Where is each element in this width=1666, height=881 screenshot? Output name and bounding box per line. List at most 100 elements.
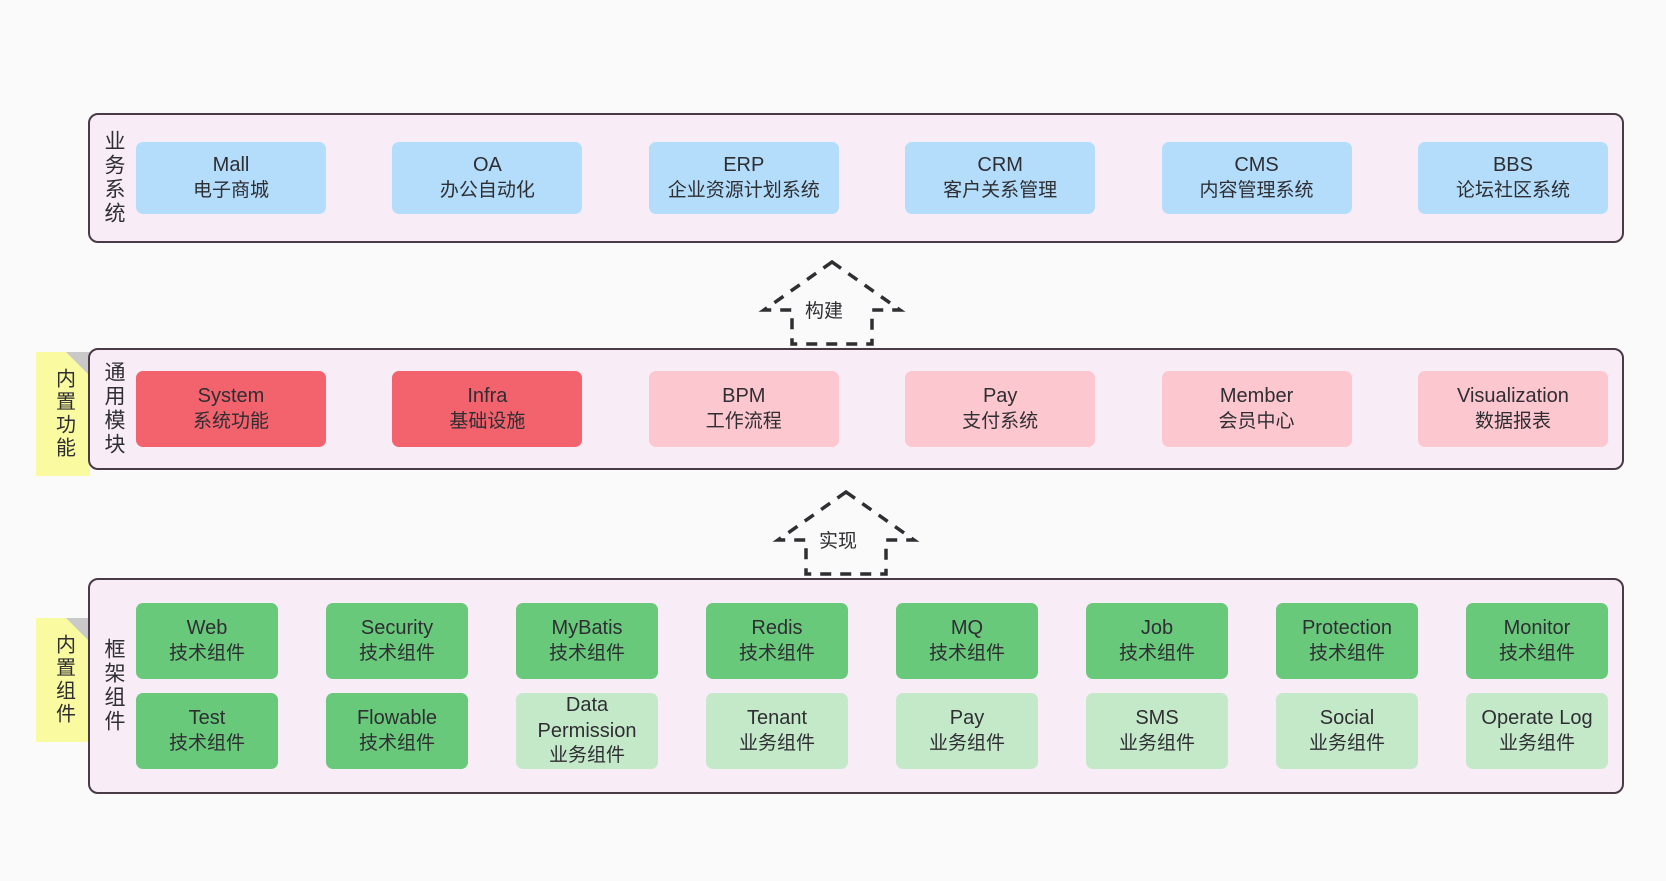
card-title: Pay <box>982 385 1018 408</box>
card-tenant[interactable]: Tenant 业务组件 <box>706 693 848 769</box>
card-title: SMS <box>1135 707 1179 730</box>
card-cms[interactable]: CMS 内容管理系统 <box>1161 142 1352 214</box>
build-arrow-svg <box>758 259 906 346</box>
build-arrow-label: 构建 <box>802 296 847 323</box>
card-title: MyBatis <box>551 617 623 640</box>
card-protection[interactable]: Protection 技术组件 <box>1276 603 1418 679</box>
card-mq[interactable]: MQ 技术组件 <box>896 603 1038 679</box>
layer-title-framework-components: 框架组件 <box>102 638 126 734</box>
card-title: Security <box>360 617 434 640</box>
card-desc: 会员中心 <box>1218 410 1295 432</box>
card-title: Tenant <box>746 707 808 730</box>
card-data-permission[interactable]: Data Permission 业务组件 <box>516 693 658 769</box>
layer-body-framework-components: Web 技术组件 Security 技术组件 MyBatis 技术组件 Redi… <box>136 580 1622 792</box>
card-member[interactable]: Member 会员中心 <box>1161 371 1352 447</box>
note-fold-corner-icon <box>66 618 90 642</box>
card-pay-module[interactable]: Pay 支付系统 <box>905 371 1096 447</box>
card-desc: 业务组件 <box>548 745 625 767</box>
card-title: Visualization <box>1456 385 1569 408</box>
row-modules: System 系统功能 Infra 基础设施 BPM 工作流程 Pay 支付系统… <box>136 371 1608 447</box>
card-desc: 技术组件 <box>738 642 815 664</box>
note-builtin-features: 内置功能 <box>36 352 90 476</box>
card-bbs[interactable]: BBS 论坛社区系统 <box>1417 142 1608 214</box>
card-desc: 技术组件 <box>358 732 435 754</box>
card-desc: 电子商城 <box>192 179 269 201</box>
card-title: Test <box>188 707 226 730</box>
card-infra[interactable]: Infra 基础设施 <box>392 371 583 447</box>
card-redis[interactable]: Redis 技术组件 <box>706 603 848 679</box>
card-visualization[interactable]: Visualization 数据报表 <box>1417 371 1608 447</box>
card-system[interactable]: System 系统功能 <box>136 371 326 447</box>
card-title: ERP <box>723 154 765 177</box>
card-test[interactable]: Test 技术组件 <box>136 693 278 769</box>
card-desc: 技术组件 <box>168 642 245 664</box>
card-title: System <box>197 385 265 408</box>
card-title: Flowable <box>356 707 438 730</box>
implement-arrow: 实现 <box>766 486 926 578</box>
card-title: OA <box>472 154 502 177</box>
note-label: 内置组件 <box>52 634 75 726</box>
card-title: Redis <box>751 617 803 640</box>
card-desc: 技术组件 <box>168 732 245 754</box>
card-desc: 技术组件 <box>1118 642 1195 664</box>
card-title: Mall <box>212 154 250 177</box>
row-business-components: Test 技术组件 Flowable 技术组件 Data Permission … <box>136 693 1608 769</box>
card-title: Operate Log <box>1481 707 1593 730</box>
card-title: Social <box>1319 707 1375 730</box>
card-desc: 技术组件 <box>1498 642 1575 664</box>
card-desc: 技术组件 <box>928 642 1005 664</box>
card-title: Web <box>186 617 228 640</box>
card-monitor[interactable]: Monitor 技术组件 <box>1466 603 1608 679</box>
card-desc: 工作流程 <box>705 410 782 432</box>
layer-title-common-modules: 通用模块 <box>102 361 126 457</box>
layer-framework-components: 框架组件 Web 技术组件 Security 技术组件 MyBatis 技术组件… <box>88 578 1624 794</box>
card-desc: 论坛社区系统 <box>1455 179 1570 201</box>
card-web[interactable]: Web 技术组件 <box>136 603 278 679</box>
card-operate-log[interactable]: Operate Log 业务组件 <box>1466 693 1608 769</box>
note-builtin-components: 内置组件 <box>36 618 90 742</box>
card-sms[interactable]: SMS 业务组件 <box>1086 693 1228 769</box>
card-title: Infra <box>467 385 508 408</box>
row-business: Mall 电子商城 OA 办公自动化 ERP 企业资源计划系统 CRM 客户关系… <box>136 142 1608 214</box>
card-desc: 业务组件 <box>928 732 1005 754</box>
card-security[interactable]: Security 技术组件 <box>326 603 468 679</box>
card-desc: 业务组件 <box>1308 732 1385 754</box>
card-oa[interactable]: OA 办公自动化 <box>392 142 583 214</box>
row-tech-components: Web 技术组件 Security 技术组件 MyBatis 技术组件 Redi… <box>136 603 1608 679</box>
card-desc: 业务组件 <box>1118 732 1195 754</box>
card-mall[interactable]: Mall 电子商城 <box>136 142 326 214</box>
card-title: CRM <box>977 154 1023 177</box>
layer-common-modules: 通用模块 System 系统功能 Infra 基础设施 BPM 工作流程 Pay… <box>88 348 1624 470</box>
layer-business-systems: 业务系统 Mall 电子商城 OA 办公自动化 ERP 企业资源计划系统 CRM… <box>88 113 1624 243</box>
card-job[interactable]: Job 技术组件 <box>1086 603 1228 679</box>
card-title: MQ <box>950 617 984 640</box>
card-desc: 企业资源计划系统 <box>667 179 820 201</box>
card-desc: 客户关系管理 <box>943 179 1058 201</box>
card-desc: 业务组件 <box>738 732 815 754</box>
card-desc: 办公自动化 <box>439 179 535 201</box>
card-erp[interactable]: ERP 企业资源计划系统 <box>648 142 839 214</box>
card-title: Monitor <box>1503 617 1571 640</box>
card-crm[interactable]: CRM 客户关系管理 <box>905 142 1096 214</box>
implement-arrow-svg <box>772 489 920 576</box>
card-desc: 技术组件 <box>1308 642 1385 664</box>
card-pay-component[interactable]: Pay 业务组件 <box>896 693 1038 769</box>
card-title: BBS <box>1492 154 1533 177</box>
card-bpm[interactable]: BPM 工作流程 <box>648 371 839 447</box>
card-mybatis[interactable]: MyBatis 技术组件 <box>516 603 658 679</box>
card-title: Job <box>1140 617 1174 640</box>
card-desc: 内容管理系统 <box>1199 179 1314 201</box>
card-desc: 基础设施 <box>449 410 526 432</box>
card-title: CMS <box>1234 154 1279 177</box>
card-desc: 系统功能 <box>192 410 269 432</box>
card-title: Pay <box>949 707 985 730</box>
card-title: Data Permission <box>537 694 637 742</box>
card-desc: 支付系统 <box>962 410 1039 432</box>
card-desc: 数据报表 <box>1474 410 1551 432</box>
card-desc: 技术组件 <box>548 642 625 664</box>
card-flowable[interactable]: Flowable 技术组件 <box>326 693 468 769</box>
card-title: BPM <box>722 385 766 408</box>
build-arrow: 构建 <box>752 256 912 348</box>
card-social[interactable]: Social 业务组件 <box>1276 693 1418 769</box>
